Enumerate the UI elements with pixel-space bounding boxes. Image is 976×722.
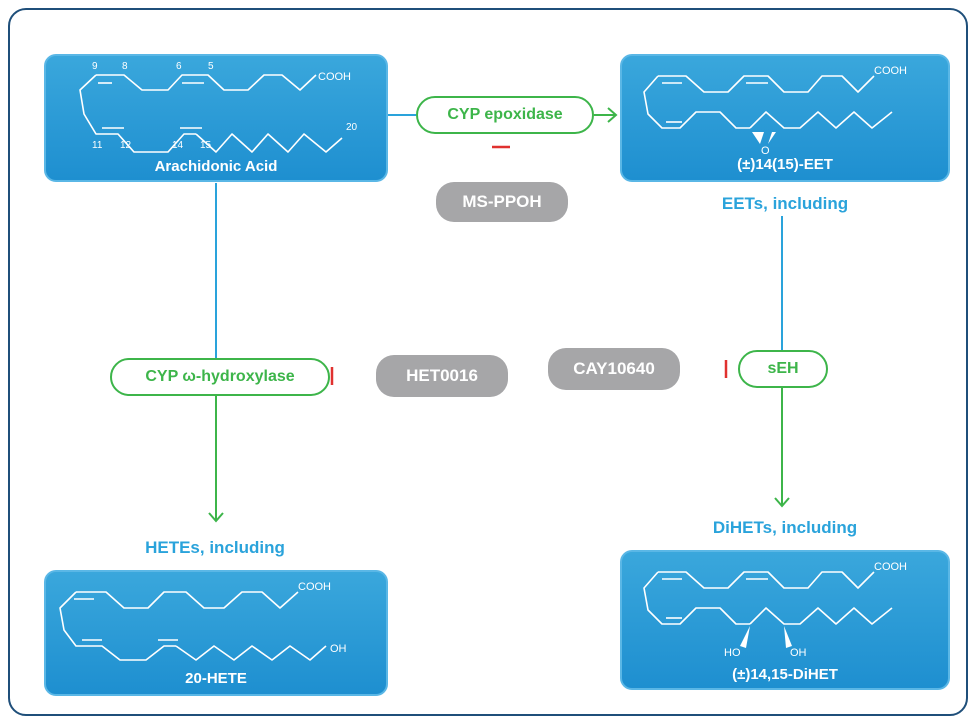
cooh-label: COOH (874, 561, 907, 573)
dihet-structure: COOH HO OH (643, 561, 907, 659)
carbon-number-11: 11 (92, 140, 103, 151)
arrowhead-hydroxylase-hete (208, 512, 224, 523)
dihet-box: COOH HO OH (±)14,15-DiHET (620, 550, 950, 690)
cyp-epoxidase-node: CYP epoxidase (416, 96, 594, 134)
carbon-number-6: 6 (176, 61, 182, 72)
carbon-number-8: 8 (122, 61, 128, 72)
cooh-label: COOH (874, 65, 907, 77)
carbon-number-14: 14 (172, 140, 184, 151)
carbon-number-9: 9 (92, 61, 98, 72)
hete-box: COOH OH 20-HETE (44, 570, 388, 696)
cay10640-inhibitor: CAY10640 (548, 348, 680, 390)
hydroxyl-label: OH (330, 643, 347, 655)
msppoh-inhibitor: MS-PPOH (436, 182, 568, 222)
arrowhead-epoxidase-eet (607, 107, 618, 123)
arachidonic-acid-name: Arachidonic Acid (154, 158, 278, 175)
eet-name: (±)14(15)-EET (737, 156, 833, 173)
het0016-inhibitor: HET0016 (376, 355, 508, 397)
hete-name: 20-HETE (185, 670, 247, 687)
hetes-label: HETEs, including (145, 538, 285, 557)
cooh-label: COOH (298, 581, 331, 593)
carbon-number-15: 15 (200, 140, 212, 151)
arachidonic-acid-structure: COOH 9 8 6 5 11 12 14 15 20 (79, 61, 358, 153)
carbon-number-20: 20 (346, 122, 358, 133)
dihet-name: (±)14,15-DiHET (732, 666, 838, 683)
diagram-frame (8, 8, 968, 716)
oxygen-label: O (761, 145, 770, 157)
seh-node: sEH (738, 350, 828, 388)
hydroxyl-label-left: HO (724, 647, 741, 659)
arrowhead-seh-dihet (774, 497, 790, 508)
carbon-number-12: 12 (120, 140, 132, 151)
cyp-hydroxylase-node: CYP ω-hydroxylase (110, 358, 330, 396)
carbon-number-5: 5 (208, 61, 214, 72)
arachidonic-acid-box: COOH 9 8 6 5 11 12 14 15 20 Arachidonic … (44, 54, 388, 182)
hydroxyl-label-right: OH (790, 647, 807, 659)
eet-structure: COOH O (643, 65, 907, 157)
hete-structure: COOH OH (59, 581, 347, 661)
cooh-label: COOH (318, 71, 351, 83)
eet-box: COOH O (±)14(15)-EET (620, 54, 950, 182)
eets-label: EETs, including (721, 194, 849, 213)
dihets-label: DiHETs, including (712, 518, 858, 537)
